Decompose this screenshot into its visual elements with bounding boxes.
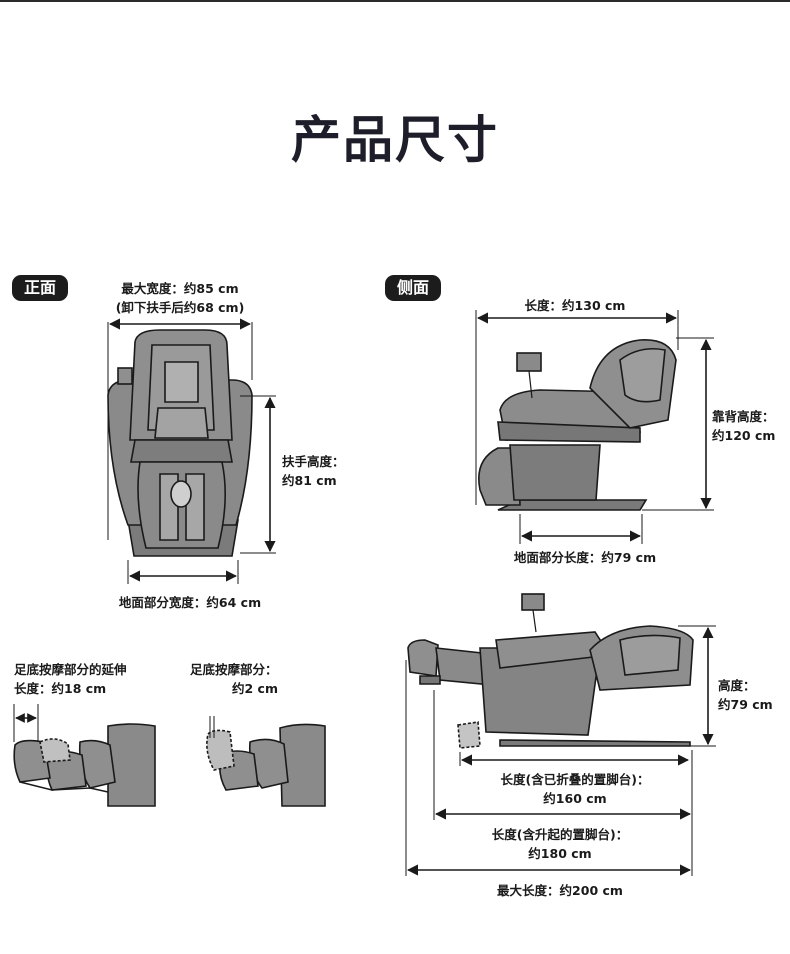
length-folded-value: 约160 cm <box>543 791 607 806</box>
front-chair-illustration <box>107 329 253 557</box>
front-view-tag: 正面 <box>12 275 69 301</box>
footrest-extend-value: 长度：约18 cm <box>14 681 107 696</box>
footrest-part-value: 约2 cm <box>232 681 278 696</box>
armrest-height-label: 扶手高度： <box>282 454 345 469</box>
floor-width-label: 地面部分宽度：约64 cm <box>118 595 262 610</box>
backrest-height-value: 约120 cm <box>712 428 776 443</box>
side-chair-illustration <box>478 339 677 511</box>
armrest-height-value: 约81 cm <box>282 473 337 488</box>
reclined-dimension-lines <box>405 625 716 876</box>
footrest-part-illustration <box>206 723 326 807</box>
max-length-label: 最大长度：约200 cm <box>497 883 623 898</box>
front-dimension-lines <box>107 318 276 584</box>
length-raised-value: 约180 cm <box>528 846 592 861</box>
length-raised-label: 长度(含升起的置脚台)： <box>491 827 629 842</box>
footrest-dimension-lines <box>13 704 215 742</box>
reclined-height-label: 高度： <box>718 678 756 693</box>
backrest-height-label: 靠背高度： <box>712 409 775 424</box>
side-view-tag: 侧面 <box>385 275 442 301</box>
front-max-width-label: 最大宽度：约85 cm <box>121 281 239 296</box>
footrest-part-label: 足底按摩部分： <box>190 662 278 677</box>
page-title: 产品尺寸 <box>291 111 499 169</box>
floor-length-label: 地面部分长度：约79 cm <box>513 550 657 565</box>
front-max-width-note: (卸下扶手后约68 cm) <box>115 300 245 315</box>
side-length-label: 长度：约130 cm <box>524 298 626 313</box>
footrest-extension-illustration <box>13 723 156 807</box>
footrest-extend-label: 足底按摩部分的延伸 <box>14 662 127 677</box>
reclined-chair-illustration <box>407 593 694 749</box>
side-dimension-lines <box>475 310 714 544</box>
top-border <box>0 0 790 2</box>
reclined-height-value: 约79 cm <box>718 697 773 712</box>
length-folded-label: 长度(含已折叠的置脚台)： <box>500 772 650 787</box>
